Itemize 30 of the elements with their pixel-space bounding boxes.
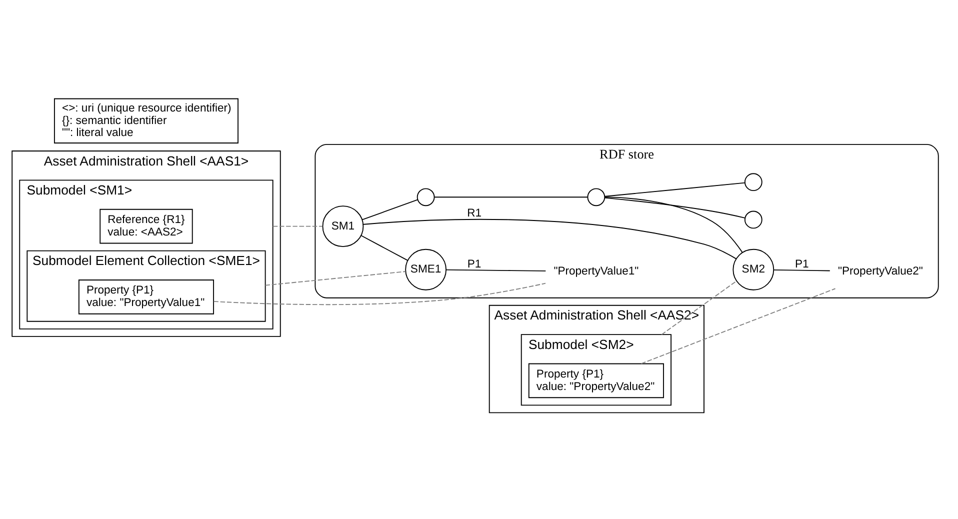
connector	[661, 280, 737, 336]
node-box: Property {P1} value: "PropertyValue2"	[528, 363, 664, 398]
connector	[640, 288, 836, 364]
node-circle	[744, 210, 762, 229]
connector	[773, 269, 830, 272]
node-circle: SME1	[405, 248, 447, 290]
connector	[363, 218, 737, 260]
node-circle: SM2	[732, 248, 774, 290]
connector	[272, 226, 323, 227]
connector	[213, 282, 546, 306]
connector	[446, 269, 546, 272]
edge-label: P1	[794, 258, 809, 270]
connector	[362, 199, 418, 220]
edge-label: P1	[467, 258, 482, 270]
connector	[604, 196, 743, 253]
connector	[434, 196, 588, 198]
connector	[604, 182, 746, 197]
node-box: <>: uri (unique resource identifier) {}: semantic identifier "": literal value	[54, 98, 238, 144]
node-box: Property {P1} value: "PropertyValue1"	[78, 280, 214, 314]
connector	[360, 235, 408, 261]
connector	[604, 197, 746, 218]
connector	[264, 271, 406, 286]
edge-label: R1	[467, 208, 482, 220]
node-text: "PropertyValue2"	[838, 265, 923, 278]
node-box: Reference {R1} value: <AAS2>	[100, 208, 193, 244]
node-circle	[416, 188, 435, 206]
node-circle	[744, 173, 762, 192]
node-text: "PropertyValue1"	[554, 265, 639, 278]
node-circle: SM1	[322, 206, 364, 248]
node-circle	[587, 188, 606, 206]
